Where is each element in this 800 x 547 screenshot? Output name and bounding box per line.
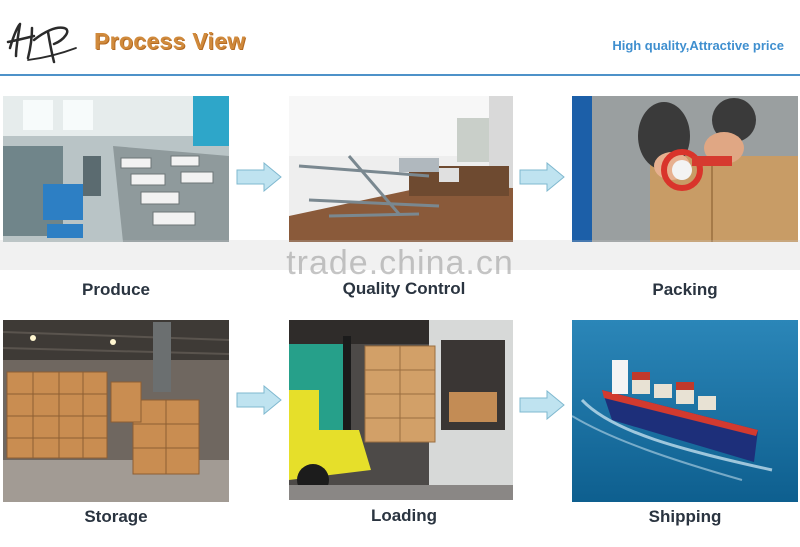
packing-photo <box>572 96 798 242</box>
tagline: High quality,Attractive price <box>612 38 784 53</box>
company-logo <box>4 14 84 66</box>
header-divider <box>0 74 800 76</box>
arrow-right-icon <box>236 384 282 416</box>
shipping-photo <box>572 320 798 502</box>
watermark-band <box>0 240 800 270</box>
arrow-right-icon <box>519 389 565 421</box>
header: Process View High quality,Attractive pri… <box>0 0 800 78</box>
arrow-right-icon <box>236 161 282 193</box>
step-label-loading: Loading <box>370 506 438 525</box>
step-label-produce: Produce <box>81 280 151 299</box>
step-label-packing: Packing <box>652 280 718 299</box>
page-title: Process View <box>94 28 246 54</box>
quality-control-photo <box>289 96 513 242</box>
watermark: trade.china.cn <box>286 244 514 282</box>
step-label-storage: Storage <box>84 507 148 526</box>
storage-photo <box>3 320 229 502</box>
arrow-right-icon <box>519 161 565 193</box>
loading-photo <box>289 320 513 500</box>
step-label-quality-control: Quality Control <box>342 279 466 298</box>
step-label-shipping: Shipping <box>648 507 722 526</box>
produce-photo <box>3 96 229 242</box>
